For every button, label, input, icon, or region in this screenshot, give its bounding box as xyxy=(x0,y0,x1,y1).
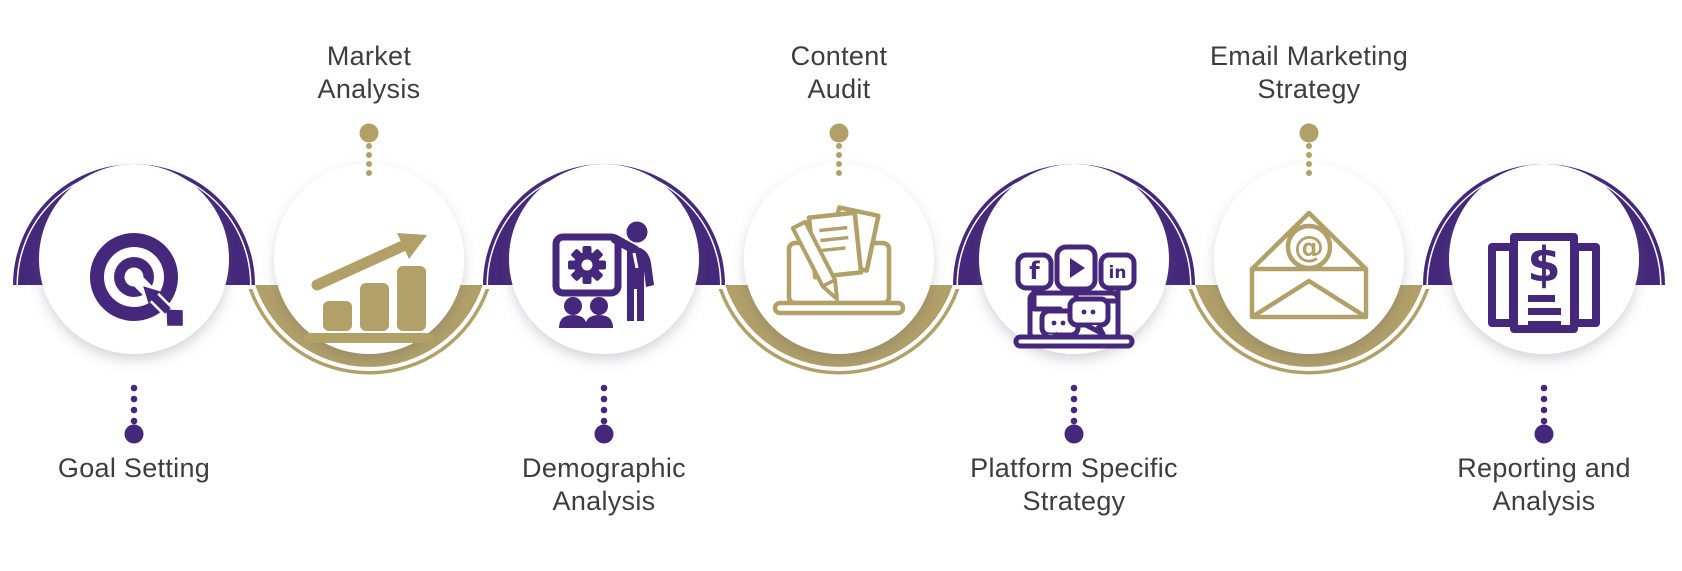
stage-email-marketing-strategy: @ xyxy=(1188,123,1430,375)
open-envelope-at-icon: @ xyxy=(1249,210,1369,320)
growth-bar-chart-icon xyxy=(303,233,435,343)
stage-label: Goal Setting xyxy=(57,453,211,483)
stage-market-analysis xyxy=(248,123,490,375)
chat-bubble-icon xyxy=(1067,296,1111,328)
stage-circle xyxy=(509,164,699,354)
stage-content-audit xyxy=(718,123,960,375)
presentation-audience-icon xyxy=(552,221,654,328)
facebook-icon xyxy=(1015,252,1054,291)
financial-report-icon: $ xyxy=(1488,233,1600,333)
social-platforms-laptop-icon: f in xyxy=(1013,244,1137,349)
stage-demographic-analysis xyxy=(483,164,725,444)
svg-text:@: @ xyxy=(1294,230,1324,265)
target-dart-icon xyxy=(90,233,183,326)
dotted-connector xyxy=(1534,384,1554,444)
stage-platform-specific-strategy: f in xyxy=(953,164,1195,444)
dotted-connector xyxy=(124,384,144,444)
dotted-connector xyxy=(594,384,614,444)
dotted-connector xyxy=(1064,384,1084,444)
svg-text:in: in xyxy=(1109,263,1127,283)
svg-text:f: f xyxy=(1029,257,1040,285)
laptop-documents-pencil-icon xyxy=(772,205,906,316)
linkedin-icon xyxy=(1098,252,1137,291)
stage-reporting-and-analysis: $ xyxy=(1423,164,1665,444)
stage-goal-setting xyxy=(13,164,255,444)
svg-text:$: $ xyxy=(1527,237,1560,293)
